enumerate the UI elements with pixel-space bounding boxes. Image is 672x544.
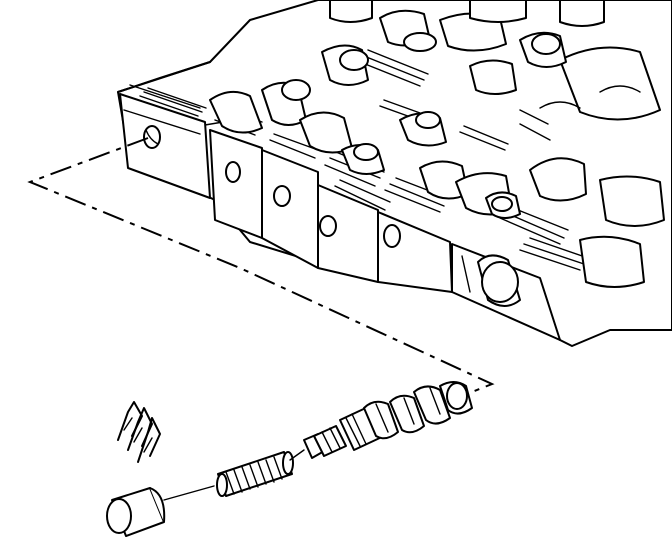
valve-body xyxy=(117,0,672,347)
leader-line xyxy=(27,137,495,397)
body-block-2 xyxy=(209,129,263,239)
body-bore-plug xyxy=(477,254,521,307)
body-block-5 xyxy=(377,211,453,293)
body-cylinders xyxy=(209,0,665,288)
body-end-block xyxy=(119,93,211,199)
spring xyxy=(216,449,305,497)
retainer-clip xyxy=(117,401,161,463)
body-block-3 xyxy=(261,149,319,269)
valve-spool xyxy=(303,381,473,459)
sleeve-plug xyxy=(106,485,215,537)
